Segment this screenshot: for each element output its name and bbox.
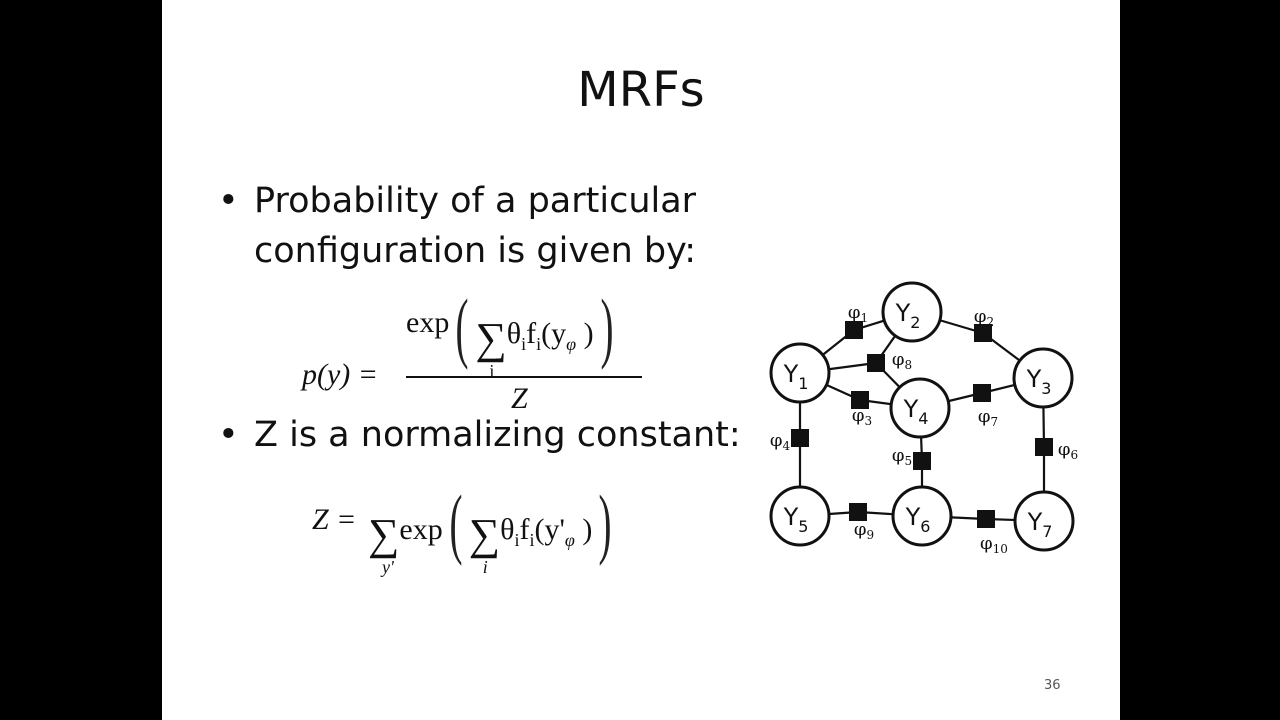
sum-index: i <box>489 361 495 381</box>
factor-label: φ5 <box>892 445 912 468</box>
eq1-denominator: Z <box>511 382 528 415</box>
fraction-bar <box>406 376 642 378</box>
theta: θ <box>500 513 515 546</box>
factor-1 <box>845 321 863 339</box>
sub: φ <box>566 334 577 354</box>
arg: (y <box>541 317 567 350</box>
sub: i <box>536 334 542 354</box>
factor-9 <box>849 503 867 521</box>
sum-symbol: ∑i <box>475 314 507 381</box>
node-y7 <box>1013 490 1075 552</box>
page-number: 36 <box>1044 678 1061 693</box>
factor-label: φ7 <box>978 406 998 429</box>
factor-label: φ10 <box>980 533 1008 556</box>
factor-label: φ3 <box>852 405 872 428</box>
slide-title: MRFs <box>577 62 705 118</box>
bullet-text: configuration is given by: <box>254 231 697 271</box>
node-y3 <box>1012 347 1074 409</box>
f: f <box>526 317 537 350</box>
eq1-lhs: p(y) = <box>302 358 379 391</box>
node-label: Y3 <box>1026 365 1052 398</box>
factor-label: φ1 <box>848 302 868 325</box>
factor-8 <box>867 354 885 372</box>
sub: i <box>521 334 527 354</box>
sub: i <box>529 530 535 550</box>
theta: θ <box>506 317 522 350</box>
sub: φ <box>564 530 575 550</box>
node-y2 <box>881 281 943 343</box>
node-y1 <box>769 342 831 404</box>
paren: ) <box>583 317 594 350</box>
sum-symbol: ∑y' <box>368 510 400 577</box>
factor-label: φ8 <box>892 349 912 372</box>
factor-5 <box>913 452 931 470</box>
sub: i <box>514 530 520 550</box>
bullet-text: Z is a normalizing constant: <box>254 415 741 455</box>
factor-2 <box>974 324 992 342</box>
eq2-lhs: Z = <box>312 503 357 536</box>
node-y5 <box>769 485 831 547</box>
arg: (y' <box>534 513 565 546</box>
exp: exp <box>399 513 443 546</box>
factor-3 <box>851 391 869 409</box>
factor-label: φ6 <box>1058 439 1078 462</box>
sum-symbol: ∑i <box>468 510 501 577</box>
paren: ) <box>582 513 593 546</box>
bullet-text: Probability of a particular <box>254 181 697 221</box>
factor-4 <box>791 429 809 447</box>
slide: MRFs • Probability of a particular confi… <box>162 0 1120 720</box>
bullet-dot: • <box>218 181 239 221</box>
sum-index: i <box>482 557 488 577</box>
sum-index: y' <box>382 557 394 577</box>
factor-label: φ9 <box>854 519 874 542</box>
factor-label: φ2 <box>974 306 994 329</box>
node-y6 <box>891 485 953 547</box>
f: f <box>519 513 530 546</box>
exp: exp <box>406 306 450 339</box>
factor-label: φ4 <box>770 430 791 453</box>
factor-7 <box>973 384 991 402</box>
node-y4 <box>889 377 951 439</box>
factor-10 <box>977 510 995 528</box>
bullet-dot: • <box>218 415 239 455</box>
factor-6 <box>1035 438 1053 456</box>
